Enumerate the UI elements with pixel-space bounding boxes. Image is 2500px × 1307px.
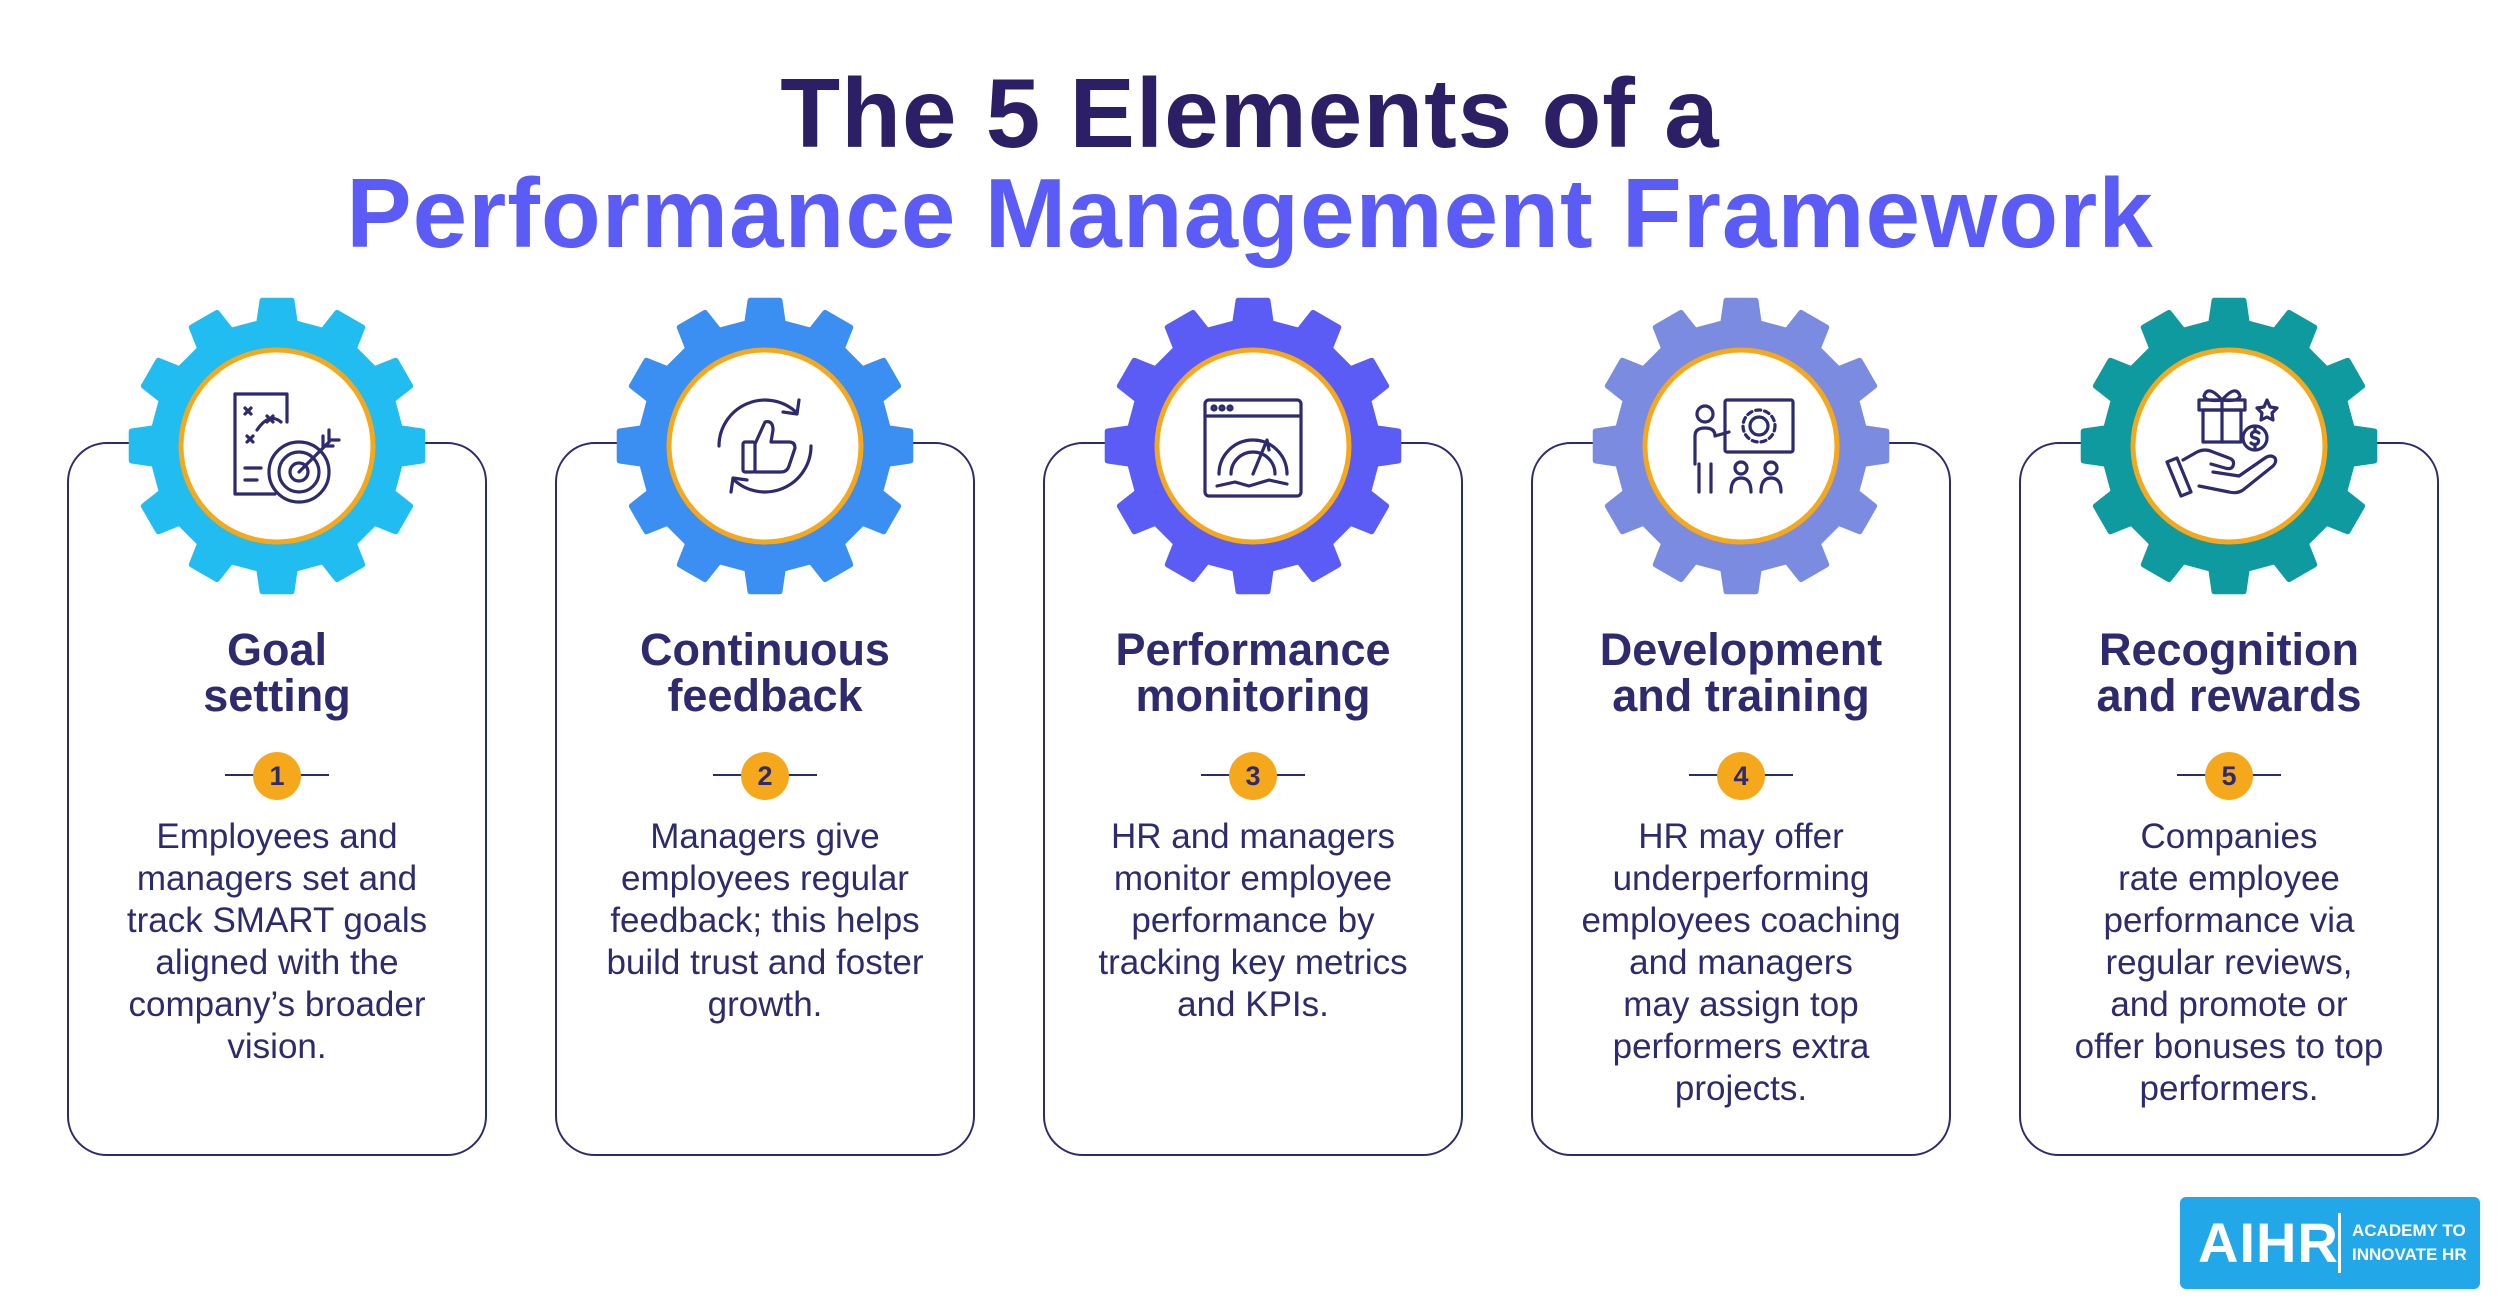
gear-2 <box>615 296 915 596</box>
gear-shape <box>1104 297 1402 595</box>
aihr-logo: AIHR ACADEMY TO INNOVATE HR <box>2180 1197 2480 1289</box>
element-title-development-training: Development and training <box>1599 624 1883 721</box>
gift-reward-icon <box>2165 389 2279 498</box>
element-title-recognition-rewards: Recognition and rewards <box>2096 624 2362 721</box>
thumbs-up-cycle-icon <box>717 398 813 494</box>
goal-target-icon <box>233 392 341 504</box>
element-number-row: 4 <box>1531 752 1951 800</box>
gear-shape <box>128 297 426 595</box>
element-number-row: 1 <box>67 752 487 800</box>
training-presentation-icon <box>1693 398 1795 494</box>
gear-4 <box>1591 296 1891 596</box>
gear-shape <box>2080 297 2378 595</box>
element-number-row: 5 <box>2019 752 2439 800</box>
number-badge: 2 <box>741 752 789 800</box>
title-line-1: The 5 Elements of a <box>780 58 1720 168</box>
title-line-2: Performance Management Framework <box>346 158 2154 268</box>
number-badge: 1 <box>253 752 301 800</box>
gear-1 <box>127 296 427 596</box>
number-badge: 4 <box>1717 752 1765 800</box>
gear-5 <box>2079 296 2379 596</box>
logo-wordmark: AIHR <box>2198 1211 2339 1274</box>
number-badge: 3 <box>1229 752 1277 800</box>
dashboard-gauge-icon <box>1203 398 1303 498</box>
gear-shape <box>1592 297 1890 595</box>
element-number-row: 2 <box>555 752 975 800</box>
logo-tagline: ACADEMY TO INNOVATE HR <box>2352 1221 2467 1264</box>
element-title-continuous-feedback: Continuous feedback <box>640 624 890 721</box>
element-title-goal-setting: Goal setting <box>203 624 351 721</box>
gear-3 <box>1103 296 1403 596</box>
element-title-performance-monitoring: Performance monitoring <box>1115 624 1391 721</box>
logo-separator <box>2338 1213 2341 1273</box>
number-badge: 5 <box>2205 752 2253 800</box>
gear-shape <box>616 297 914 595</box>
element-number-row: 3 <box>1043 752 1463 800</box>
